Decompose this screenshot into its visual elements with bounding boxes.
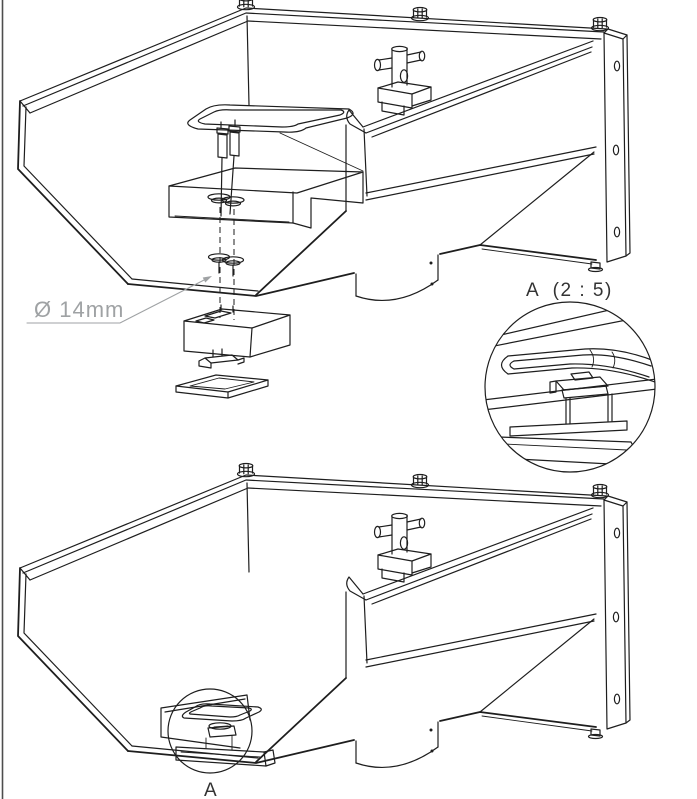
detail-boundary-circle: [484, 301, 656, 473]
assembled-view: A: [18, 464, 630, 799]
callout-circle-a: [167, 688, 253, 774]
installed-sensor-assembly: [160, 694, 276, 767]
detail-view: A (2 : 5): [484, 280, 656, 473]
gasket-plate: [175, 374, 269, 399]
shelf-bracket: [168, 167, 364, 229]
callout-label-a: A: [204, 780, 217, 799]
washers-and-stud-lines: [207, 193, 245, 320]
sensor-box: [183, 304, 291, 358]
handle-probe-assembly: [187, 104, 364, 217]
diameter-dimension-label: Ø 14mm: [34, 297, 124, 322]
detail-view-label: A (2 : 5): [526, 280, 613, 301]
slide-nut: [198, 348, 245, 369]
diameter-callout: Ø 14mm: [26, 276, 212, 324]
exploded-view: Ø 14mm: [18, 0, 630, 399]
leader-arrowhead: [202, 276, 212, 283]
